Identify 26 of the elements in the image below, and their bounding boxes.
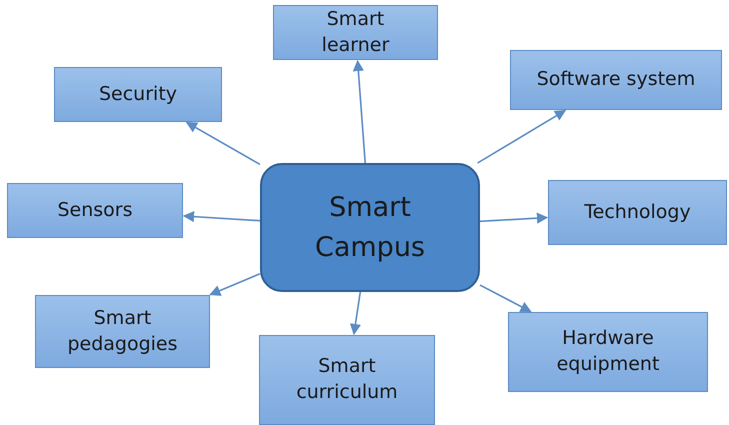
box-label: Hardware equipment <box>556 326 660 377</box>
topic-box <box>273 5 438 60</box>
arrow <box>480 284 532 312</box>
topic-box <box>510 50 722 110</box>
box-label: Security <box>98 82 178 107</box>
topic-box <box>508 312 708 392</box>
arrow <box>352 60 366 164</box>
arrow <box>209 272 260 296</box>
arrow <box>477 110 566 164</box>
box-label: Technology <box>583 200 692 225</box>
box-label: Smart learner <box>320 6 390 58</box>
box-label: Software system <box>536 67 696 92</box>
box-label: Smart Campus <box>314 191 426 264</box>
arrow <box>480 212 548 224</box>
topic-box <box>35 295 210 368</box>
arrow <box>350 292 362 336</box>
box-label: Sensors <box>56 198 134 223</box>
topic-box <box>548 180 727 245</box>
topic-box <box>259 335 435 425</box>
central-box <box>260 163 480 292</box>
arrow <box>182 211 260 222</box>
box-label: Smart curriculum <box>295 354 399 405</box>
topic-box <box>7 183 183 238</box>
box-label: Smart pedagogies <box>66 306 179 356</box>
arrow <box>186 122 260 166</box>
topic-box <box>54 67 222 122</box>
